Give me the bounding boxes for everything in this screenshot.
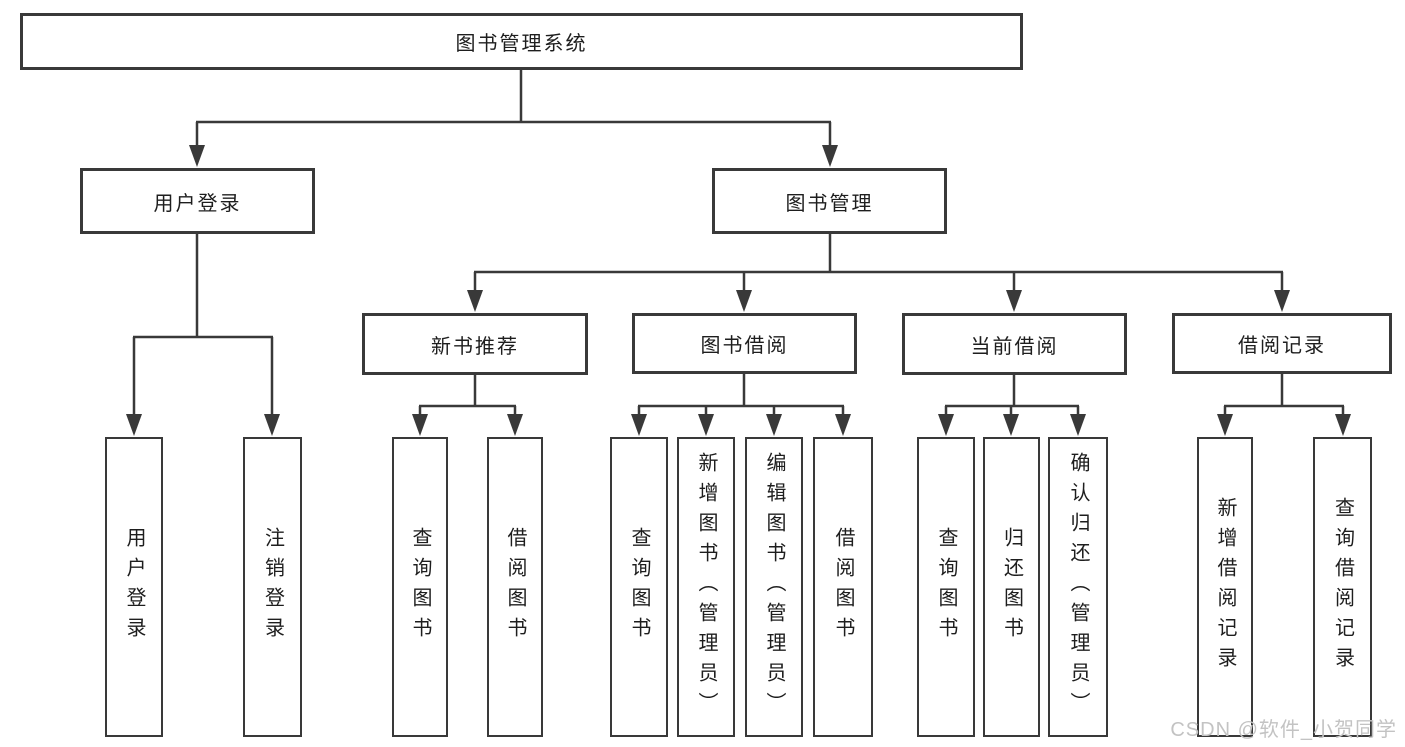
- leaf-label: 新增图书（管理员）: [695, 452, 717, 722]
- leaf-label: 编辑图书（管理员）: [763, 452, 785, 722]
- leaf-label: 归还图书: [1000, 527, 1023, 647]
- node-book-management: 图书管理: [712, 168, 947, 234]
- leaf-label: 查询图书: [935, 527, 957, 647]
- leaf-user-login: 用户登录: [105, 437, 163, 737]
- leaf-label: 注销登录: [261, 527, 284, 647]
- leaf-label: 查询图书: [409, 527, 431, 647]
- leaf-borrow-books-recommend: 借阅图书: [487, 437, 543, 737]
- leaf-label: 新增借阅记录: [1214, 497, 1236, 677]
- leaf-query-borrow-record: 查询借阅记录: [1313, 437, 1372, 737]
- leaf-label: 查询借阅记录: [1331, 497, 1354, 677]
- leaf-add-books-admin: 新增图书（管理员）: [677, 437, 735, 737]
- leaf-label: 确认归还（管理员）: [1067, 452, 1089, 722]
- node-new-book-recommend: 新书推荐: [362, 313, 588, 375]
- leaf-query-books-recommend: 查询图书: [392, 437, 448, 737]
- leaf-add-borrow-record: 新增借阅记录: [1197, 437, 1253, 737]
- node-borrowing-records: 借阅记录: [1172, 313, 1392, 374]
- leaf-query-books-borrowing: 查询图书: [610, 437, 668, 737]
- leaf-label: 用户登录: [123, 527, 145, 647]
- leaf-label: 查询图书: [628, 527, 650, 647]
- leaf-logout: 注销登录: [243, 437, 302, 737]
- leaf-query-books-current: 查询图书: [917, 437, 975, 737]
- csdn-watermark: CSDN @软件_小贺同学: [1170, 719, 1397, 741]
- node-book-borrowing: 图书借阅: [632, 313, 857, 374]
- leaf-edit-books-admin: 编辑图书（管理员）: [745, 437, 803, 737]
- leaf-label: 借阅图书: [504, 527, 526, 647]
- leaf-confirm-return-admin: 确认归还（管理员）: [1048, 437, 1108, 737]
- leaf-return-books: 归还图书: [983, 437, 1040, 737]
- node-library-management-system: 图书管理系统: [20, 13, 1023, 70]
- node-current-borrowing: 当前借阅: [902, 313, 1127, 375]
- leaf-borrow-books: 借阅图书: [813, 437, 873, 737]
- leaf-label: 借阅图书: [832, 527, 854, 647]
- node-user-login: 用户登录: [80, 168, 315, 234]
